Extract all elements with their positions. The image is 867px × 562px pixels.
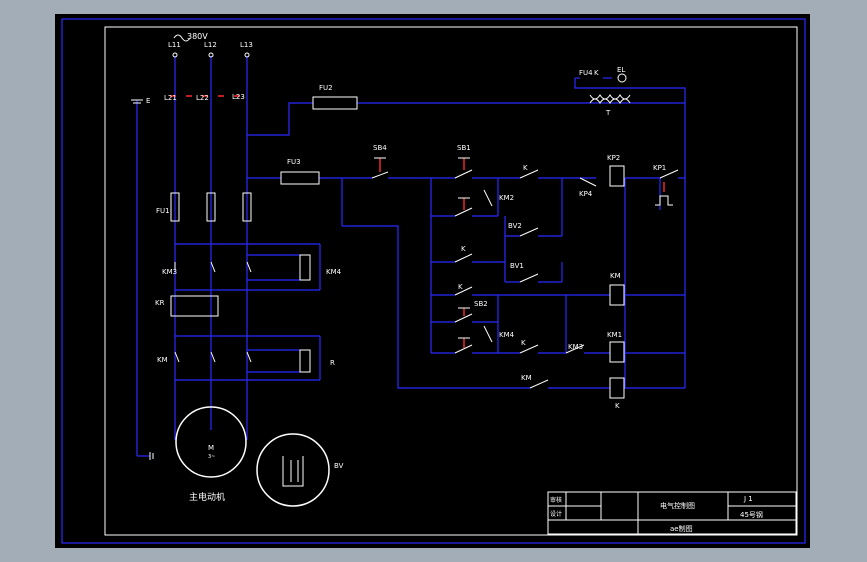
inner-frame: [104, 26, 798, 536]
km-label: KM: [610, 272, 621, 280]
k-label-a: K: [523, 164, 528, 172]
kp2-label: KP2: [607, 154, 620, 162]
title-row2-left: 设计: [550, 510, 562, 518]
components: [131, 52, 679, 507]
pushbutton-actuators: [170, 95, 665, 348]
kr-relay: [170, 295, 219, 317]
fu3-fuse: [280, 171, 320, 185]
kp1-label: KP1: [653, 164, 666, 172]
km4-label: KM4: [499, 331, 515, 339]
material-scale: 45号钢: [740, 510, 763, 519]
fu1-fuse-a: [170, 192, 180, 222]
tap-l22: L22: [196, 94, 209, 102]
drawing-title: 电气控制图: [660, 501, 695, 510]
title-block: [547, 491, 797, 535]
terminal-l11: L11: [168, 41, 181, 49]
sheet-number: J 1: [743, 495, 753, 503]
km2-label: KM2: [499, 194, 514, 202]
fu1-fuse-c: [242, 192, 252, 222]
k-label-b: K: [461, 245, 466, 253]
r-element: [299, 349, 311, 373]
title-row1-left: 审核: [550, 496, 562, 504]
transformer-label: T: [605, 109, 611, 117]
motor-caption: 主电动机: [189, 491, 225, 503]
k-top-label: K: [594, 69, 599, 77]
wiring: [136, 56, 686, 457]
bv1-label: BV1: [510, 262, 524, 270]
bv-motor: [256, 433, 330, 507]
fu1-label: FU1: [156, 207, 170, 215]
bv-label: BV: [334, 462, 344, 470]
terminal-l13: L13: [240, 41, 253, 49]
bv2-label: BV2: [508, 222, 522, 230]
km-coil: [609, 284, 625, 306]
r-label: R: [330, 359, 335, 367]
km4-motor-label: KM4: [326, 268, 342, 276]
fu2-fuse: [312, 96, 358, 110]
kr-label: KR: [155, 299, 165, 307]
kp4-label: KP4: [579, 190, 593, 198]
km-motor-label: KM: [157, 356, 168, 364]
km-ctrl-label: KM: [521, 374, 532, 382]
title-bottom: ae制图: [670, 524, 693, 533]
k-label-c: K: [458, 283, 463, 291]
k-coil-label: K: [615, 402, 620, 410]
ground-label: E: [146, 97, 150, 105]
k-label-d: K: [521, 339, 526, 347]
sb4-label: SB4: [373, 144, 387, 152]
motor-label: M: [208, 444, 214, 452]
sb1-label: SB1: [457, 144, 471, 152]
fu1-fuse-b: [206, 192, 216, 222]
fu3-label: FU3: [287, 158, 301, 166]
tap-l21: L21: [164, 94, 177, 102]
el-label: EL: [617, 66, 625, 74]
k-coil: [609, 377, 625, 399]
km1-coil: [609, 341, 625, 363]
terminal-l12: L12: [204, 41, 217, 49]
km1-ctrl-label: KM1: [607, 331, 622, 339]
sb2-label: SB2: [474, 300, 488, 308]
ac-symbol-icon: [173, 34, 191, 42]
km3-element: [299, 254, 311, 281]
tap-l23: L23: [232, 93, 245, 101]
motor-sub-label: 3~: [208, 454, 215, 460]
supply-voltage: 380V: [187, 32, 208, 41]
kp2-coil: [609, 165, 625, 187]
km3-label: KM3: [162, 268, 177, 276]
fu2-label: FU2: [319, 84, 333, 92]
fu4-label: FU4: [579, 69, 593, 77]
outer-frame: [61, 18, 806, 544]
main-motor: [175, 406, 247, 478]
km3-ctrl-label: KM3: [568, 343, 583, 351]
